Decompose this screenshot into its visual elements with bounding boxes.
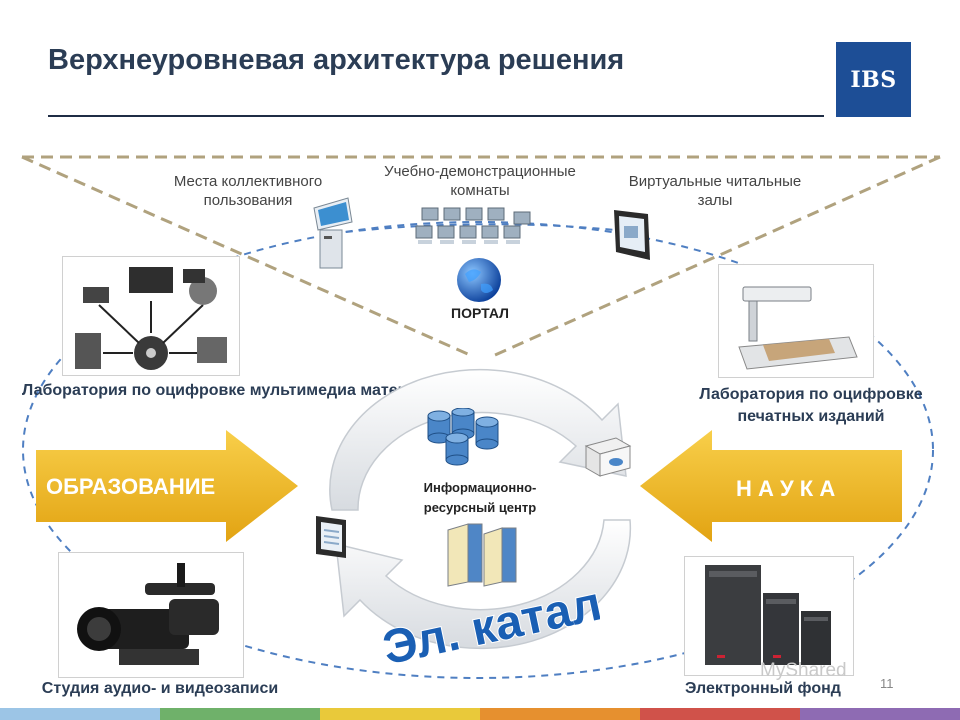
network-ellipse [22, 221, 934, 679]
cycle-arrow-bottom [335, 519, 632, 650]
catalog-cycle-arrows [329, 368, 632, 650]
label-electronic-fund: Электронный фонд [685, 680, 841, 697]
watermark: MyShared [760, 660, 847, 681]
globe-icon [457, 258, 501, 302]
education-arrow [36, 430, 298, 542]
top-link [319, 223, 636, 236]
kiosk-icon [313, 197, 353, 269]
print-lab-photo [718, 264, 874, 378]
cycle-arrow-top [329, 368, 627, 511]
label-demo-rooms: Учебно-демонстрационные комнаты [384, 163, 576, 199]
efund-photo [684, 556, 854, 676]
label-studio: Студия аудио- и видеозаписи [41, 680, 279, 697]
funnel-left-line [21, 155, 471, 357]
bottom-color-bar [0, 708, 960, 720]
server-cabinets-icon [705, 565, 831, 665]
label-multimedia-lab: Лаборатория по оцифровке мультимедиа мат… [22, 382, 456, 399]
education-label: ОБРАЗОВАНИЕ [46, 474, 216, 499]
document-window-icon [316, 516, 346, 558]
science-arrow [640, 430, 902, 542]
label-virtual-halls: Виртуальные читальные залы [628, 173, 802, 209]
title-divider [48, 115, 824, 117]
page-title: Верхнеуровневая архитектура решения [48, 44, 625, 76]
book-scanner-icon [738, 286, 858, 370]
catalog-label-graphic: Эл. каталог [377, 566, 600, 670]
funnel-right-line [494, 155, 941, 357]
multimedia-lab-photo [62, 256, 240, 376]
computer-cluster-icon [415, 207, 531, 244]
studio-photo [58, 552, 244, 678]
info-resource-center-label: Информационно-ресурсный центр [423, 480, 537, 515]
multimedia-collage-icon [75, 267, 227, 370]
ibs-logo: IBS [836, 42, 911, 117]
catalog-label: Эл. каталог [378, 567, 600, 670]
database-cylinders-icon [427, 408, 499, 466]
label-collective-use: Места коллективного пользования [173, 173, 323, 209]
page-number: 11 [880, 676, 894, 691]
db-server-box-icon [584, 437, 632, 477]
video-camera-icon [77, 563, 219, 665]
portal-label: ПОРТАЛ [451, 305, 509, 321]
label-print-lab: Лаборатория по оцифровке печатных издани… [699, 386, 923, 425]
virtual-hall-monitor-icon [614, 210, 650, 260]
science-label: Н А У К А [736, 476, 836, 501]
server-rack-icon [447, 523, 517, 587]
